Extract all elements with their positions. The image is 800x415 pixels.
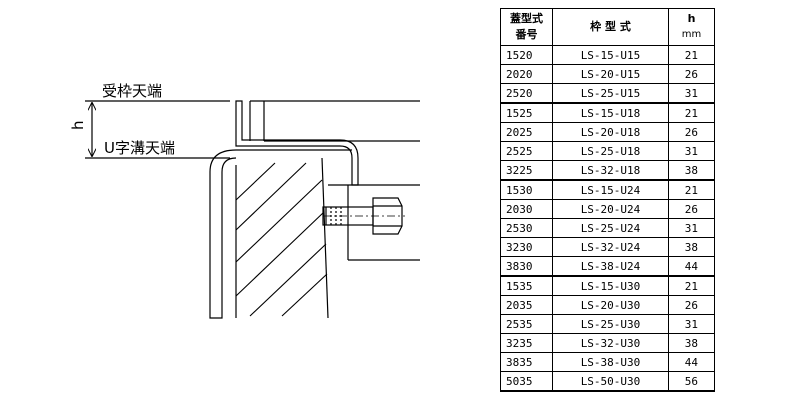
frame-type-cell: LS-32-U24 — [552, 237, 669, 257]
h-value-cell: 21 — [668, 102, 715, 123]
h-value-cell: 31 — [668, 218, 715, 238]
frame-type-cell: LS-38-U30 — [552, 352, 669, 372]
h-value-cell: 56 — [668, 371, 715, 392]
frame-type-cell: LS-32-U18 — [552, 160, 669, 181]
frame-type-cell: LS-38-U24 — [552, 256, 669, 277]
frame-type-cell: LS-15-U30 — [552, 275, 669, 296]
cover-number-cell: 3835 — [500, 352, 553, 372]
frame-type-cell: LS-25-U18 — [552, 141, 669, 161]
cover-number-cell: 2030 — [500, 199, 553, 219]
cover-number-cell: 3230 — [500, 237, 553, 257]
frame-type-cell: LS-20-U30 — [552, 295, 669, 315]
cover-number-cell: 3225 — [500, 160, 553, 181]
cover-number-cell: 1525 — [500, 102, 553, 123]
frame-type-cell: LS-25-U24 — [552, 218, 669, 238]
frame-type-cell: LS-15-U15 — [552, 45, 669, 65]
h-value-cell: 44 — [668, 256, 715, 277]
header-frame-type: 枠 型 式 — [552, 8, 669, 46]
h-value-cell: 31 — [668, 83, 715, 104]
cover-number-cell: 2525 — [500, 141, 553, 161]
h-value-cell: 38 — [668, 237, 715, 257]
frame-type-cell: LS-50-U30 — [552, 371, 669, 392]
gutter-inner-face — [321, 157, 329, 319]
frame-type-cell: LS-25-U30 — [552, 314, 669, 334]
h-value-cell: 21 — [668, 179, 715, 200]
frame-type-cell: LS-32-U30 — [552, 333, 669, 353]
bolt-icon — [322, 197, 405, 235]
h-value-cell: 21 — [668, 275, 715, 296]
header-cover-number: 蓋型式 番号 — [500, 8, 553, 46]
cover-number-cell: 2035 — [500, 295, 553, 315]
cover-number-cell: 3830 — [500, 256, 553, 277]
gutter-top-label: U字溝天端 — [104, 139, 175, 157]
cover-number-cell: 1520 — [500, 45, 553, 65]
h-value-cell: 31 — [668, 314, 715, 334]
h-value-cell: 26 — [668, 295, 715, 315]
frame-type-cell: LS-20-U24 — [552, 199, 669, 219]
h-value-cell: 26 — [668, 122, 715, 142]
cover-number-cell: 1535 — [500, 275, 553, 296]
h-value-cell: 31 — [668, 141, 715, 161]
receiving-frame — [235, 100, 359, 186]
dimension-h-label: h — [69, 120, 87, 130]
frame-type-cell: LS-15-U18 — [552, 102, 669, 123]
frame-type-cell: LS-20-U18 — [552, 122, 669, 142]
cover-number-cell: 3235 — [500, 333, 553, 353]
table-header-row: 蓋型式 番号 枠 型 式 h mm — [500, 8, 715, 46]
h-value-cell: 26 — [668, 199, 715, 219]
cover-number-cell: 1530 — [500, 179, 553, 200]
h-value-cell: 21 — [668, 45, 715, 65]
cover-number-cell: 5035 — [500, 371, 553, 392]
h-value-cell: 26 — [668, 64, 715, 84]
header-h: h mm — [668, 8, 715, 46]
frame-type-cell: LS-20-U15 — [552, 64, 669, 84]
cover-number-cell: 2535 — [500, 314, 553, 334]
cover-number-cell: 2020 — [500, 64, 553, 84]
frame-type-cell: LS-25-U15 — [552, 83, 669, 104]
frame-top-label: 受枠天端 — [102, 82, 162, 100]
gutter-wall-outer — [209, 149, 352, 319]
cover-number-cell: 2025 — [500, 122, 553, 142]
h-value-cell: 38 — [668, 160, 715, 181]
cover-number-cell: 2530 — [500, 218, 553, 238]
h-value-cell: 38 — [668, 333, 715, 353]
cover-number-cell: 2520 — [500, 83, 553, 104]
h-value-cell: 44 — [668, 352, 715, 372]
cross-section-drawing: 受枠天端 U字溝天端 h — [69, 82, 420, 319]
concrete-hatching — [235, 162, 328, 317]
frame-type-cell: LS-15-U24 — [552, 179, 669, 200]
